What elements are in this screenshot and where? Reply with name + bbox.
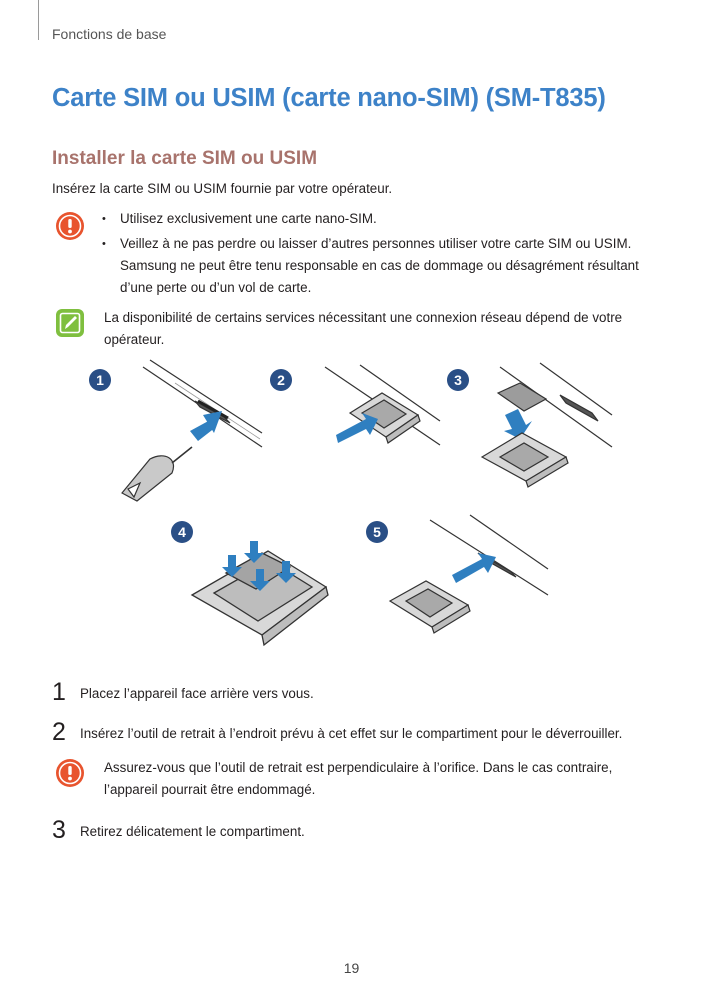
panel-3: [480, 362, 613, 488]
panel-4: [190, 541, 329, 647]
svg-text:3: 3: [454, 372, 462, 388]
panel-1: [121, 359, 263, 502]
svg-text:4: 4: [178, 524, 186, 540]
section-header: Fonctions de base: [52, 26, 167, 42]
step-number-1: 1: [52, 678, 66, 706]
page-title: Carte SIM ou USIM (carte nano-SIM) (SM-T…: [52, 84, 606, 112]
panel-5: [388, 514, 549, 634]
step-text-2: Insérez l’outil de retrait à l’endroit p…: [80, 726, 623, 741]
step-text-3: Retirez délicatement le compartiment.: [80, 824, 305, 839]
step-badge-1: 1: [89, 369, 111, 391]
caution-item: Utilisez exclusivement une carte nano-SI…: [102, 208, 662, 230]
step-badge-3: 3: [447, 369, 469, 391]
svg-text:5: 5: [373, 524, 381, 540]
step-number-2: 2: [52, 718, 66, 746]
intro-text: Insérez la carte SIM ou USIM fournie par…: [52, 181, 393, 196]
note-text: La disponibilité de certains services né…: [104, 310, 623, 347]
step-text-1: Placez l’appareil face arrière vers vous…: [80, 686, 314, 701]
svg-text:2: 2: [277, 372, 285, 388]
step-number-3: 3: [52, 816, 66, 844]
caution-icon: [56, 759, 84, 787]
caution-list: Utilisez exclusivement une carte nano-SI…: [102, 208, 662, 302]
header-rule: [38, 0, 39, 40]
page-number: 19: [343, 960, 360, 976]
svg-text:1: 1: [96, 372, 104, 388]
sim-install-illustration: 1 2 3 4 5: [89, 359, 613, 647]
step-badge-5: 5: [366, 521, 388, 543]
caution-icon: [56, 212, 84, 240]
section-subtitle: Installer la carte SIM ou USIM: [52, 148, 318, 169]
step-badge-4: 4: [171, 521, 193, 543]
note-icon: [56, 309, 84, 337]
step-badge-2: 2: [270, 369, 292, 391]
step-2-caution-text: Assurez-vous que l’outil de retrait est …: [104, 760, 613, 797]
caution-item: Veillez à ne pas perdre ou laisser d’aut…: [102, 233, 662, 299]
panel-2: [324, 364, 441, 446]
